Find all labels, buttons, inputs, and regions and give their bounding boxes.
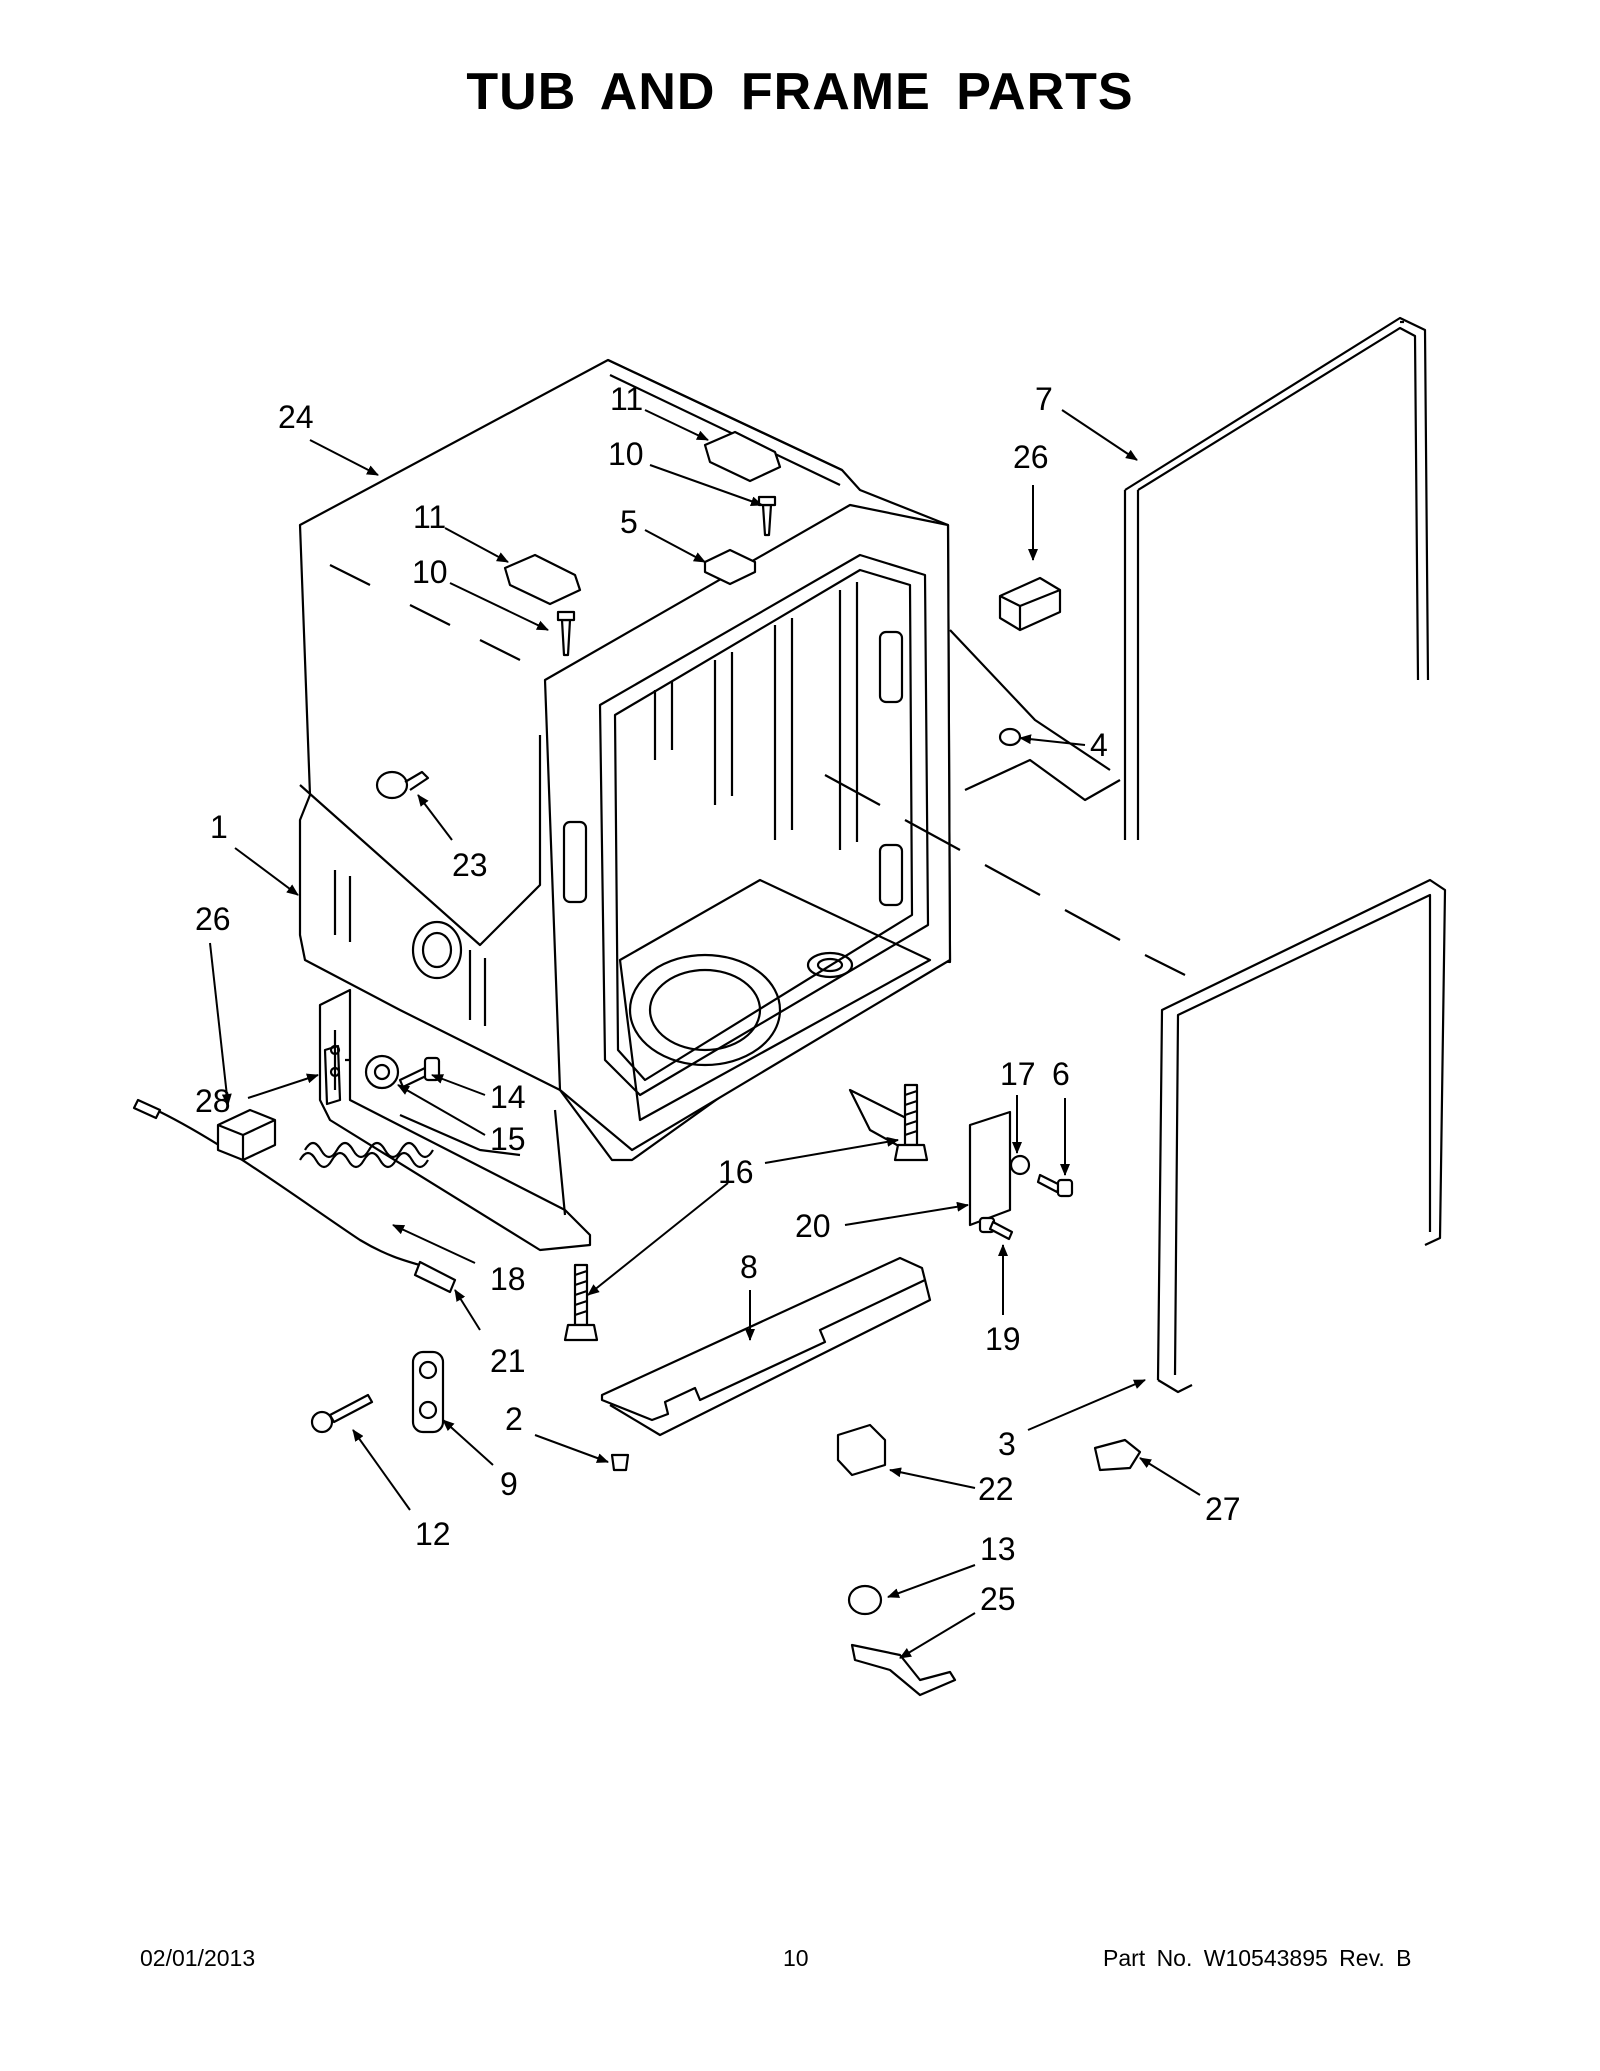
callout-25: 25 <box>980 1581 1016 1617</box>
callout-9: 9 <box>500 1466 518 1502</box>
callout-15: 15 <box>490 1121 526 1157</box>
callout-20: 20 <box>795 1208 831 1244</box>
callout-11b: 11 <box>610 381 643 417</box>
footer-part-number: Part No. W10543895 Rev. B <box>1103 1945 1412 1971</box>
gaskets <box>1123 316 1447 1394</box>
callout-22: 22 <box>978 1471 1014 1507</box>
callout-2: 2 <box>505 1401 523 1437</box>
callout-11a: 11 <box>413 499 446 535</box>
callout-6: 6 <box>1052 1056 1070 1092</box>
footer-date: 02/01/2013 <box>140 1945 256 1971</box>
callout-16: 16 <box>718 1154 754 1190</box>
callout-24: 24 <box>278 399 314 435</box>
callout-12: 12 <box>415 1516 451 1552</box>
callout-21: 21 <box>490 1343 526 1379</box>
footer-page-number: 10 <box>783 1945 809 1971</box>
callout-26a: 26 <box>195 901 231 937</box>
callout-4: 4 <box>1090 727 1108 763</box>
leader-lines <box>209 409 1201 1659</box>
callout-26b: 26 <box>1013 439 1049 475</box>
callout-7: 7 <box>1035 381 1053 417</box>
tub-assembly <box>298 358 1186 1162</box>
callout-14: 14 <box>490 1079 526 1115</box>
callout-5: 5 <box>620 504 638 540</box>
callout-19: 19 <box>985 1321 1021 1357</box>
page-title: TUB AND FRAME PARTS <box>466 63 1134 121</box>
callout-10a: 10 <box>412 554 448 590</box>
callout-10b: 10 <box>608 436 644 472</box>
callout-28: 28 <box>195 1083 231 1119</box>
callout-17: 17 <box>1000 1056 1036 1092</box>
callout-13: 13 <box>980 1531 1016 1567</box>
callout-18: 18 <box>490 1261 526 1297</box>
callout-labels: 1 2 3 4 5 6 7 8 9 10 10 11 11 12 13 14 1… <box>195 381 1241 1617</box>
callout-8: 8 <box>740 1249 758 1285</box>
callout-27: 27 <box>1205 1491 1241 1527</box>
callout-3: 3 <box>998 1426 1016 1462</box>
callout-23: 23 <box>452 847 488 883</box>
callout-1: 1 <box>210 809 228 845</box>
